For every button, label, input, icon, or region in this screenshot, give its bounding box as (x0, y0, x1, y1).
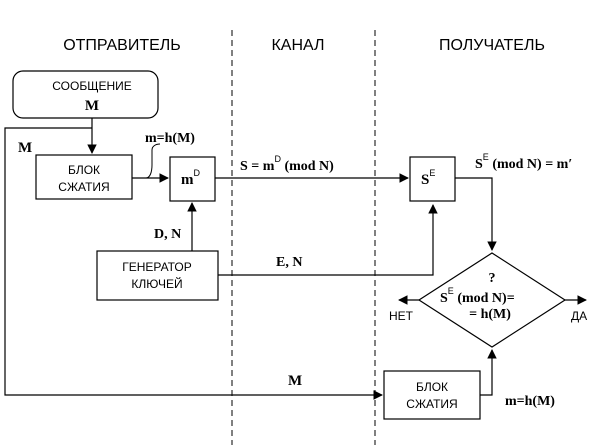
label-dn: D, N (154, 227, 181, 242)
compress-box-1 (35, 154, 133, 200)
decision-line2: = h(M) (469, 307, 511, 322)
compress-box-2-line2: СЖАТИЯ (406, 397, 457, 411)
compress-box-1-line1: БЛОК (68, 163, 100, 177)
signature-box (169, 156, 216, 202)
decision-line1: SE (mod N)= (440, 286, 515, 306)
compress-box-2-line1: БЛОК (416, 380, 448, 394)
label-receiver-equation: SE (mod N) = m′ (475, 152, 572, 172)
label-signature-equation: S = mD (mod N) (240, 154, 334, 174)
verify-box-label: SE (421, 168, 435, 188)
label-en: E, N (276, 255, 302, 270)
keygen-box-line1: ГЕНЕРАТОР (122, 260, 192, 274)
label-m-left: M (18, 140, 32, 156)
decision-diamond (417, 252, 567, 348)
signature-box-label: mD (181, 168, 201, 188)
message-box (12, 70, 159, 119)
label-yes: ДА (571, 309, 587, 323)
verify-box (409, 156, 456, 202)
decision-question: ? (489, 271, 496, 286)
arrow-compress2-to-decision (480, 349, 497, 396)
label-m-bottom: M (288, 373, 302, 389)
compress-box-2 (383, 370, 481, 420)
label-hash-bottom: m=h(M) (505, 394, 555, 409)
header-channel: КАНАЛ (271, 37, 324, 54)
label-hash-top: m=h(M) (145, 131, 195, 146)
header-receiver: ПОЛУЧАТЕЛЬ (439, 37, 545, 54)
hash-label-connector (145, 143, 161, 179)
header-sender: ОТПРАВИТЕЛЬ (63, 37, 181, 54)
label-no: НЕТ (389, 309, 414, 323)
arrow-verify-to-decision (455, 177, 497, 251)
message-box-line2: M (85, 98, 99, 114)
arrow-keygen-to-verify (218, 204, 438, 276)
message-box-line1: СООБЩЕНИЕ (52, 79, 132, 93)
arrow-m-to-bottom-compress (4, 127, 383, 400)
keygen-box (96, 250, 219, 301)
keygen-box-line2: КЛЮЧЕЙ (131, 276, 182, 291)
compress-box-1-line2: СЖАТИЯ (58, 180, 109, 194)
